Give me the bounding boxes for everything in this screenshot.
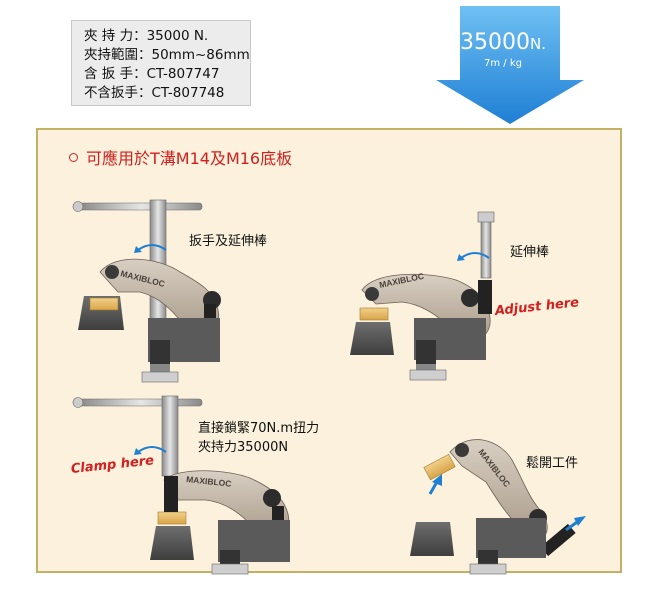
spec-value: 50mm~86mm xyxy=(151,47,250,63)
spec-value: 35000 N. xyxy=(146,28,209,44)
wrench-label: 扳手及延伸棒 xyxy=(189,234,268,249)
badge-subtext: 7m / kg xyxy=(484,58,522,69)
spec-sep: ： xyxy=(138,85,152,101)
figure-extension: MAXIBLOC xyxy=(350,211,495,381)
badge-unit: N. xyxy=(530,35,546,53)
release-label: 鬆開工件 xyxy=(526,456,579,471)
spec-sep: ： xyxy=(133,66,147,82)
figure-clamp: MAXIBLOC xyxy=(72,395,290,575)
spec-label: 夾 持 力 xyxy=(84,28,134,44)
spec-sep: ： xyxy=(133,28,147,44)
spec-row-without-wrench: 不含扳手：CT-807748 xyxy=(84,84,250,103)
spec-value: CT-807748 xyxy=(151,85,225,101)
bullet-icon xyxy=(69,153,78,162)
panel-heading: 可應用於T溝M14及M16底板 xyxy=(86,149,293,168)
clamp-force-label: 夾持力35000N xyxy=(198,440,289,455)
badge-text: 35000N. 7m / kg xyxy=(440,30,566,71)
spec-sep: ： xyxy=(138,47,152,63)
force-arrow-badge xyxy=(436,6,584,124)
spec-label: 含 扳 手 xyxy=(84,66,134,82)
figure-release: MAXIBLOC xyxy=(410,439,586,575)
badge-number: 35000 xyxy=(460,30,530,55)
badge-value: 35000N. xyxy=(440,30,566,57)
figure-wrench: MAXIBLOC xyxy=(72,199,221,383)
spec-label: 不含扳手 xyxy=(84,85,138,101)
spec-row-range: 夾持範圍：50mm~86mm xyxy=(84,46,250,65)
spec-box: 夾 持 力：35000 N. 夾持範圍：50mm~86mm 含 扳 手：CT-8… xyxy=(71,20,251,106)
torque-label: 直接鎖緊70N.m扭力 xyxy=(198,421,320,436)
extension-label: 延伸棒 xyxy=(510,245,550,260)
spec-row-with-wrench: 含 扳 手：CT-807747 xyxy=(84,65,250,84)
spec-value: CT-807747 xyxy=(146,66,220,82)
spec-row-force: 夾 持 力：35000 N. xyxy=(84,27,250,46)
brand-text: MAXIBLOC xyxy=(186,474,232,489)
spec-label: 夾持範圍 xyxy=(84,47,138,63)
